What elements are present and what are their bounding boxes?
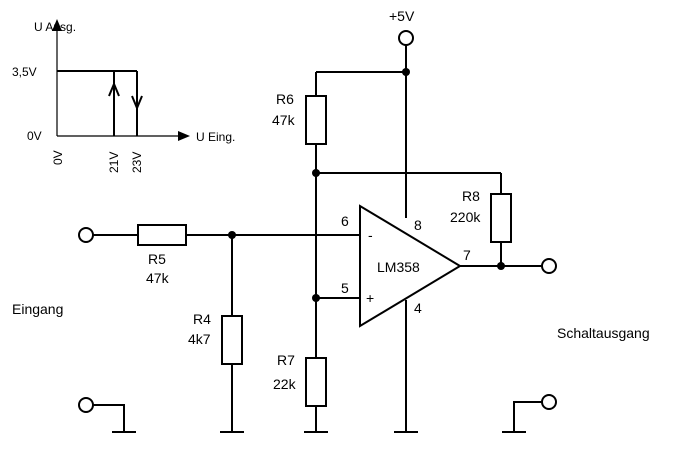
- graph-x-tick-21: 21V: [107, 152, 121, 173]
- circuit-wiring: [93, 45, 542, 433]
- graph-y-axis-label: U Ausg.: [34, 20, 76, 34]
- graph-y-tick-high: 3,5V: [12, 65, 37, 79]
- graph-x-tick-23: 23V: [130, 152, 144, 173]
- r8-name-label: R8: [462, 188, 480, 204]
- supply-label: +5V: [389, 8, 415, 24]
- hysteresis-graph: U Ausg. U Eing. 3,5V 0V 0V 21V 23V: [12, 19, 235, 173]
- graph-x-axis-arrow-icon: [178, 131, 190, 141]
- output-terminal: [541, 258, 557, 274]
- graph-y-tick-zero: 0V: [27, 129, 42, 143]
- resistor-r4: [221, 315, 243, 365]
- pin-4-label: 4: [414, 300, 422, 316]
- input-ground-terminal: [78, 397, 94, 413]
- r6-name-label: R6: [276, 91, 294, 107]
- input-ground-wire: [93, 404, 125, 432]
- r7-value-label: 22k: [273, 376, 297, 392]
- graph-x-tick-0: 0V: [51, 150, 65, 165]
- resistor-r5: [137, 224, 187, 246]
- resistor-r8: [490, 193, 512, 243]
- pin-6-label: 6: [341, 213, 349, 229]
- r4-name-label: R4: [193, 311, 211, 327]
- pin-7-label: 7: [463, 247, 471, 263]
- input-terminal: [78, 227, 94, 243]
- resistor-r6: [305, 95, 327, 145]
- r5-name-label: R5: [148, 251, 166, 267]
- output-label: Schaltausgang: [557, 325, 650, 341]
- opamp-minus-sign: -: [368, 227, 373, 243]
- pin-5-label: 5: [341, 280, 349, 296]
- junction-dot: [497, 262, 505, 270]
- junction-dot: [228, 231, 236, 239]
- output-ground-wire: [513, 401, 542, 432]
- graph-up-arrow-icon: [108, 81, 120, 97]
- junction-dot: [312, 294, 320, 302]
- output-ground-terminal: [541, 394, 557, 410]
- opamp-plus-sign: +: [366, 290, 374, 306]
- r7-name-label: R7: [277, 352, 295, 368]
- r6-value-label: 47k: [272, 112, 296, 128]
- graph-y-axis-arrow-icon: [52, 19, 62, 31]
- vcc-terminal: [398, 30, 414, 46]
- junction-dot: [312, 169, 320, 177]
- r8-value-label: 220k: [450, 209, 481, 225]
- opamp-name-label: LM358: [377, 259, 420, 275]
- pin-8-label: 8: [414, 217, 422, 233]
- graph-down-arrow-icon: [131, 95, 143, 111]
- graph-x-axis-label: U Eing.: [196, 130, 235, 144]
- r5-value-label: 47k: [146, 270, 170, 286]
- input-label: Eingang: [12, 301, 63, 317]
- opamp-lm358: [359, 204, 462, 328]
- r4-value-label: 4k7: [188, 331, 211, 347]
- resistor-r7: [305, 357, 327, 407]
- junction-dot: [402, 68, 410, 76]
